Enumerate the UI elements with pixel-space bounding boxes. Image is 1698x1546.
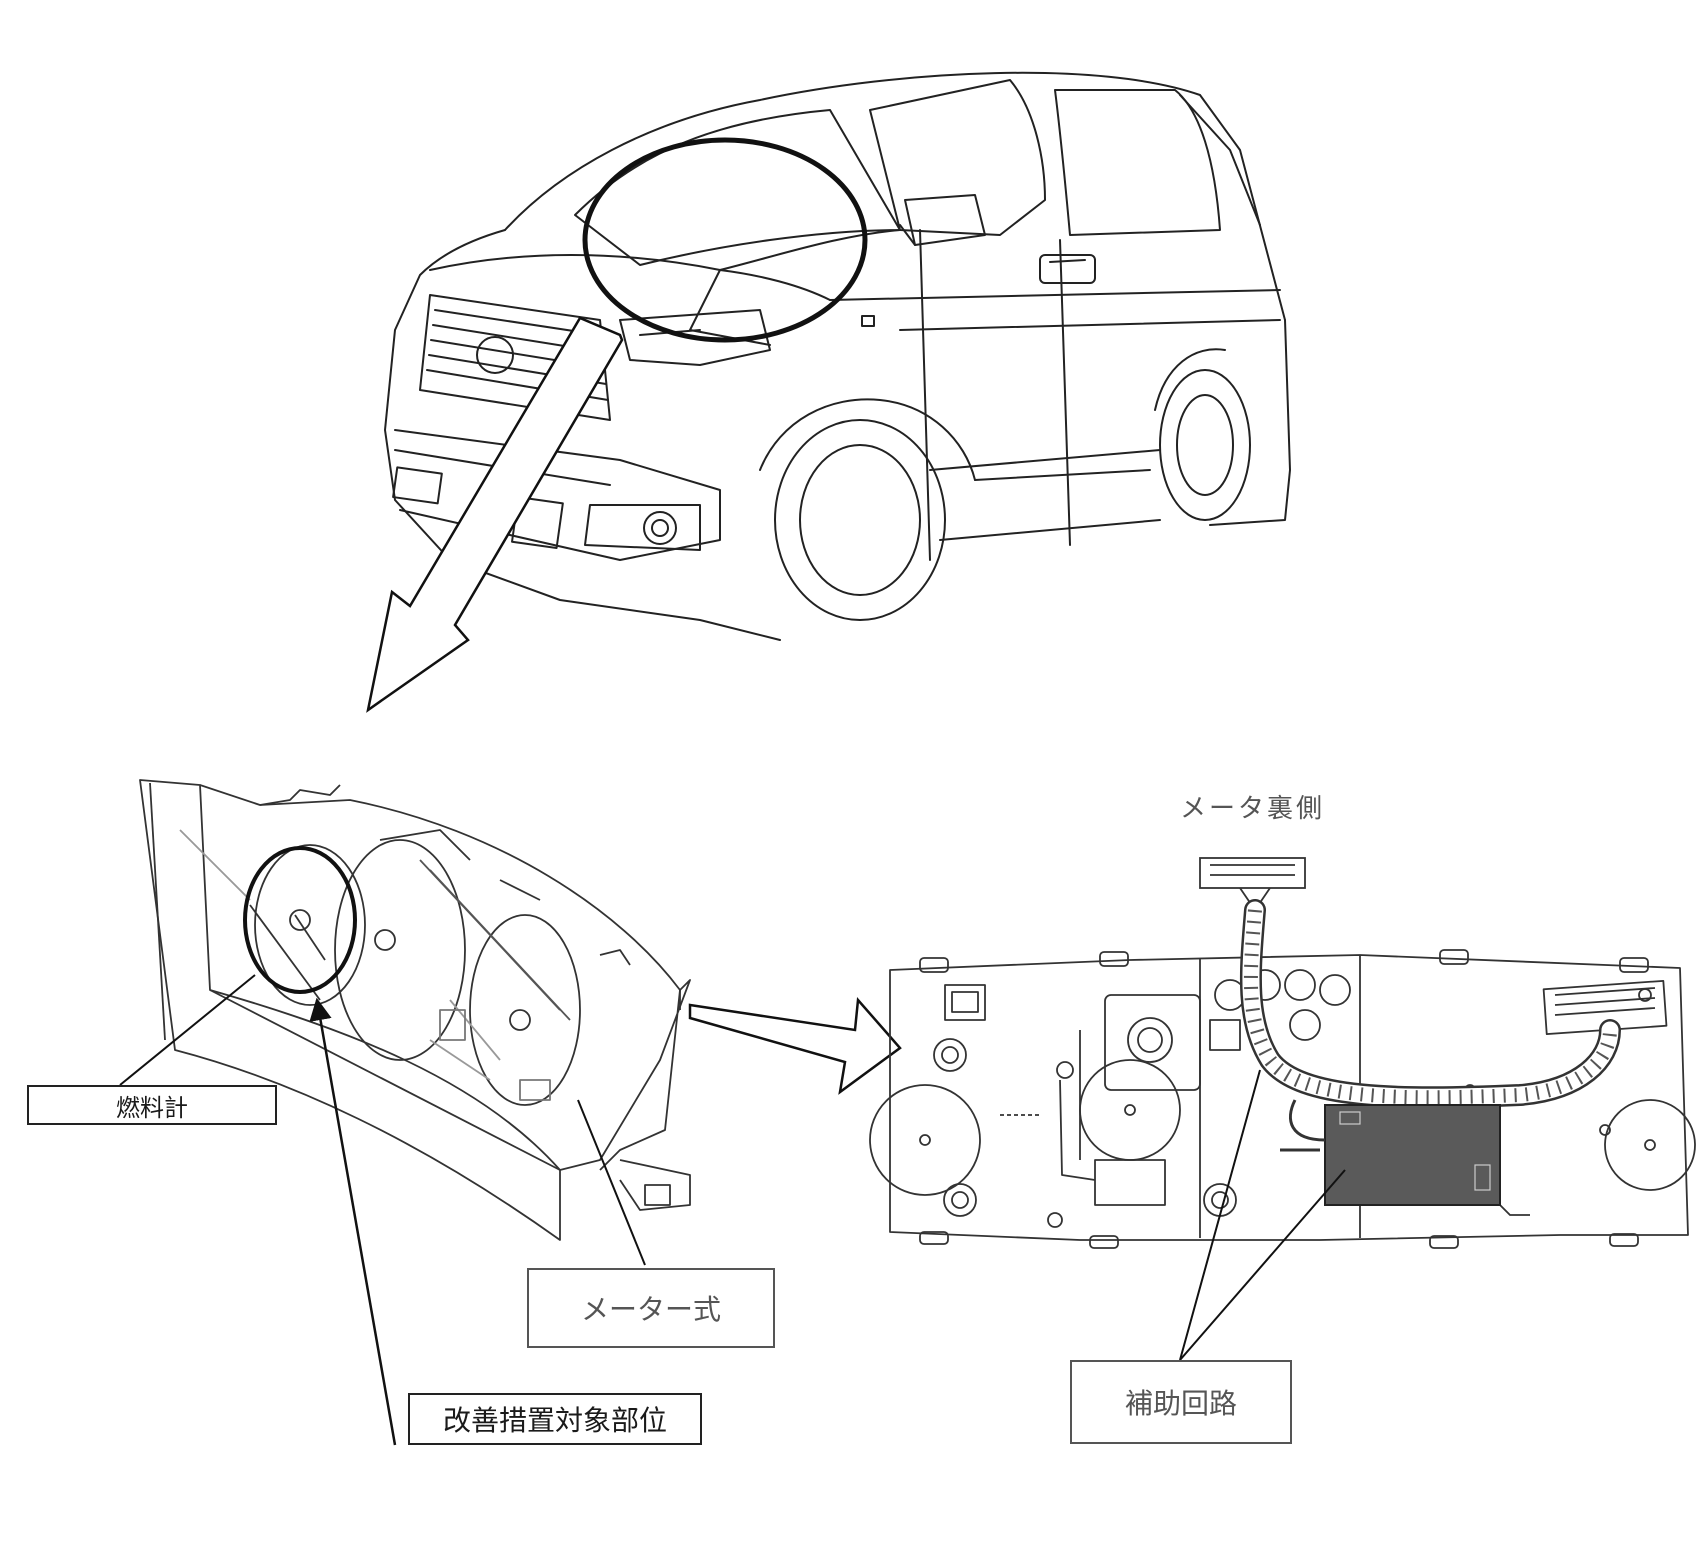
van-badge xyxy=(476,336,514,374)
van-to-meter-arrow xyxy=(366,316,624,713)
van-side-window-2 xyxy=(1179,94,1261,226)
auxiliary-circuit-label: 補助回路 xyxy=(1070,1360,1292,1444)
meter-back-illustration xyxy=(869,949,1696,1249)
van-fog-light-left xyxy=(392,466,443,505)
van-body-outline xyxy=(384,229,781,641)
meter-back-caption: メータ裏側 xyxy=(1180,794,1326,824)
fuel-gauge-highlight-circle xyxy=(243,846,357,994)
van-hood xyxy=(429,229,901,271)
van-highlight-circle xyxy=(582,137,868,343)
wire-harness-cable xyxy=(1239,899,1621,1109)
speedometer-dial xyxy=(334,839,466,1061)
van-front-window xyxy=(869,79,1046,236)
van-side-window xyxy=(1054,89,1221,236)
improvement-target-leader xyxy=(309,997,397,1446)
meter-back-left-connector xyxy=(944,984,986,1021)
meter-assembly-leader xyxy=(577,1099,646,1266)
meter-to-back-arrow xyxy=(688,997,902,1095)
van-front-wheel xyxy=(774,419,946,621)
van-door-handle xyxy=(1039,254,1096,284)
van-windshield xyxy=(574,109,901,266)
wire-harness xyxy=(1199,857,1306,912)
van-rear-wheel xyxy=(1159,369,1251,521)
van-headlight xyxy=(619,309,771,366)
van-roof-line xyxy=(504,71,1286,321)
harness-top-connector xyxy=(1199,857,1306,889)
van-illustration xyxy=(384,71,1291,641)
van-rear-edge xyxy=(1209,319,1291,526)
fuel-gauge-leader xyxy=(119,974,256,1086)
auxiliary-circuit-leader-1 xyxy=(1179,1069,1261,1361)
auxiliary-circuit-wire xyxy=(1289,1099,1326,1142)
meter-assembly-label: メーター式 xyxy=(527,1268,775,1348)
meter-assembly-illustration xyxy=(139,779,691,1241)
van-fog-light-right xyxy=(584,504,701,551)
van-grille xyxy=(419,294,611,421)
van-bumper xyxy=(394,429,721,561)
improvement-target-label: 改善措置対象部位 xyxy=(408,1393,702,1445)
tachometer-dial xyxy=(469,914,581,1106)
auxiliary-circuit-module xyxy=(1324,1104,1501,1206)
van-mirror xyxy=(904,194,986,246)
meter-bracket xyxy=(559,979,691,1171)
meter-back-body xyxy=(889,954,1689,1241)
fuel-gauge-label: 燃料計 xyxy=(27,1085,277,1125)
auxiliary-circuit-leader-2 xyxy=(1179,1169,1346,1361)
